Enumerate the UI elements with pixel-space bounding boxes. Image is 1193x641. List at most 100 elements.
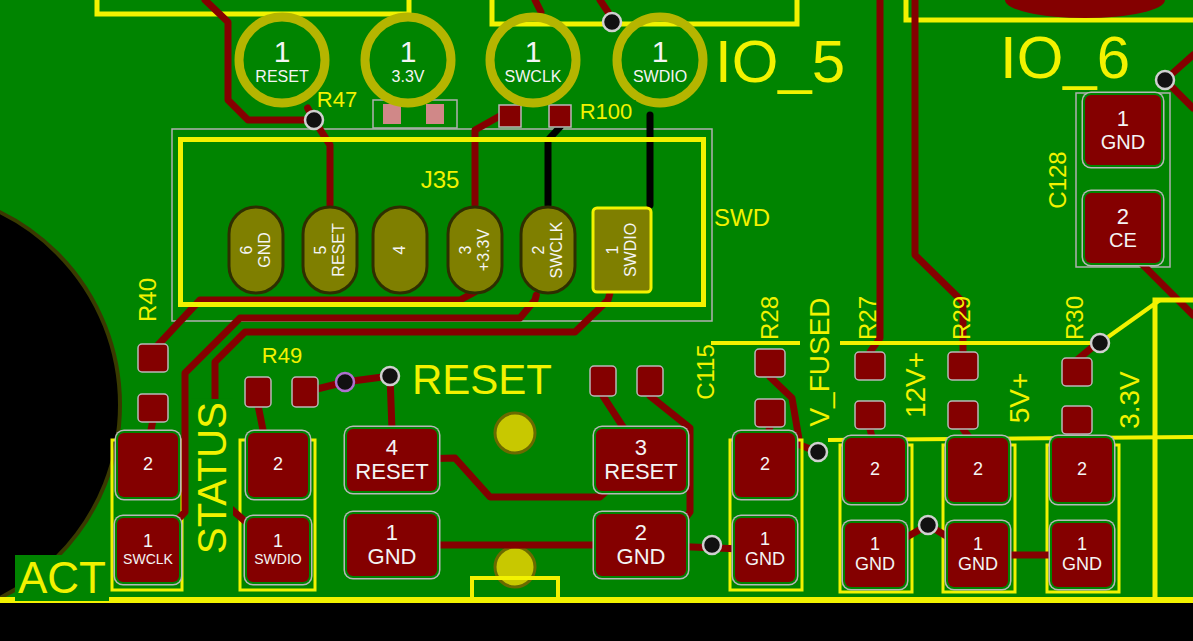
- smd-pad: [383, 104, 401, 124]
- text-group: 1GND: [855, 535, 895, 575]
- pad-text: 5: [312, 223, 330, 276]
- copper-pad: 1GND: [1052, 523, 1112, 587]
- via: [1091, 334, 1109, 352]
- pad-text: +3.3V: [475, 229, 493, 271]
- copper-trace: [603, 396, 625, 430]
- pad-text: 2: [1077, 460, 1087, 480]
- text-group: 6GND: [238, 232, 273, 268]
- smd-pad: [855, 352, 885, 380]
- text-group: 2: [973, 460, 983, 480]
- back-trace: [647, 115, 654, 205]
- pad-text: 1: [392, 35, 425, 68]
- text-group: 2: [870, 460, 880, 480]
- connector-pin: 3+3.3V: [446, 205, 504, 295]
- pad-text: 1: [745, 530, 785, 550]
- pad-text: 2: [1109, 205, 1137, 229]
- copper-pad: 1GND: [948, 523, 1008, 587]
- copper-pad: 1GND: [347, 514, 437, 576]
- pad-text: 1: [1101, 107, 1145, 131]
- board-edge: [0, 600, 1193, 641]
- copper-pad: 1SWDIO: [247, 518, 309, 582]
- pad-text: 1: [368, 521, 417, 545]
- silkscreen-outline: [97, 0, 409, 14]
- smd-pad: [590, 366, 616, 396]
- copper-pad: 2: [948, 438, 1008, 502]
- copper-pad: 1SWCLK: [117, 518, 179, 582]
- silkscreen-label: R100: [577, 100, 636, 124]
- copper-pad: 2: [845, 438, 905, 502]
- smd-pad: [1062, 406, 1092, 434]
- pad-text: 4: [391, 246, 409, 255]
- button-outline: [472, 578, 558, 600]
- text-group: 1SWCLK: [505, 35, 562, 86]
- text-group: 2CE: [1109, 205, 1137, 251]
- text-group: 3RESET: [604, 436, 677, 484]
- connector-outline: J356GND5RESET43+3.3V2SWCLK1SWDIO: [178, 137, 706, 307]
- pad-text: 1: [1062, 535, 1102, 555]
- silkscreen-label: R30: [1063, 296, 1087, 340]
- via: [381, 367, 399, 385]
- copper-pad: 2GND: [596, 514, 686, 576]
- smd-pad: [755, 349, 785, 377]
- text-group: 4RESET: [355, 436, 428, 484]
- via: [603, 13, 621, 31]
- pin-shape: [373, 207, 427, 293]
- test-point-ring: [365, 17, 451, 103]
- pad-text: RESET: [255, 68, 308, 86]
- courtyard-outline: [1076, 93, 1170, 267]
- via: [1156, 71, 1174, 89]
- silkscreen-label: IO_6: [1000, 28, 1130, 88]
- text-group: 1SWDIO: [604, 223, 639, 277]
- pad-text: RESET: [604, 460, 677, 484]
- silkscreen-label: 12V+: [902, 352, 930, 418]
- copper-trace: [258, 405, 264, 435]
- silkscreen-label: R28: [758, 296, 782, 340]
- text-group: 1RESET: [255, 35, 308, 86]
- test-point-ring: [617, 17, 703, 103]
- pad-text: GND: [256, 232, 274, 268]
- pad-text: 1: [633, 35, 687, 68]
- smd-pad: [138, 394, 168, 422]
- smd-pad: [755, 399, 785, 427]
- text-group: 1SWDIO: [254, 532, 301, 567]
- pad-text: SWDIO: [633, 68, 687, 86]
- copper-trace: [215, 294, 610, 523]
- silkscreen-label: V_FUSED: [806, 297, 834, 426]
- pad-text: 3.3V: [392, 68, 425, 86]
- smd-pad: [292, 377, 318, 407]
- smd-pad: [549, 105, 571, 127]
- text-group: 13.3V: [392, 35, 425, 86]
- text-group: 1SWDIO: [633, 35, 687, 86]
- via: [919, 516, 937, 534]
- pad-text: 2: [530, 222, 548, 279]
- smd-pad: [1062, 358, 1092, 386]
- copper-trace: [535, 0, 541, 12]
- pad-text: 1: [855, 535, 895, 555]
- text-group: 1GND: [1101, 107, 1145, 153]
- silkscreen-label: C115: [694, 344, 718, 400]
- pin-shape: [303, 207, 357, 293]
- courtyard-outline: [172, 129, 712, 321]
- text-group: 2SWCLK: [530, 222, 565, 279]
- text-group: 2: [760, 455, 770, 475]
- copper-pad: 2: [118, 433, 178, 497]
- copper-pad: 2: [248, 433, 308, 497]
- pad-text: 1: [254, 532, 301, 552]
- connector-pin: 1SWDIO: [591, 206, 653, 294]
- text-group: 1GND: [745, 530, 785, 570]
- pad-text: GND: [368, 545, 417, 569]
- pad-text: SWDIO: [254, 552, 301, 567]
- pin-shape: [448, 207, 502, 293]
- pad-text: SWCLK: [123, 552, 173, 567]
- silkscreen-label: STATUS: [191, 399, 233, 557]
- pad-text: 2: [760, 455, 770, 475]
- silkscreen-label: R40: [136, 278, 160, 322]
- text-group: 3+3.3V: [457, 229, 492, 271]
- smd-pad: [948, 352, 978, 380]
- test-point: 1RESET: [234, 12, 330, 108]
- silkscreen-label: ACT: [15, 555, 109, 601]
- pad-text: GND: [1062, 555, 1102, 575]
- copper-pad: 2CE: [1085, 193, 1161, 263]
